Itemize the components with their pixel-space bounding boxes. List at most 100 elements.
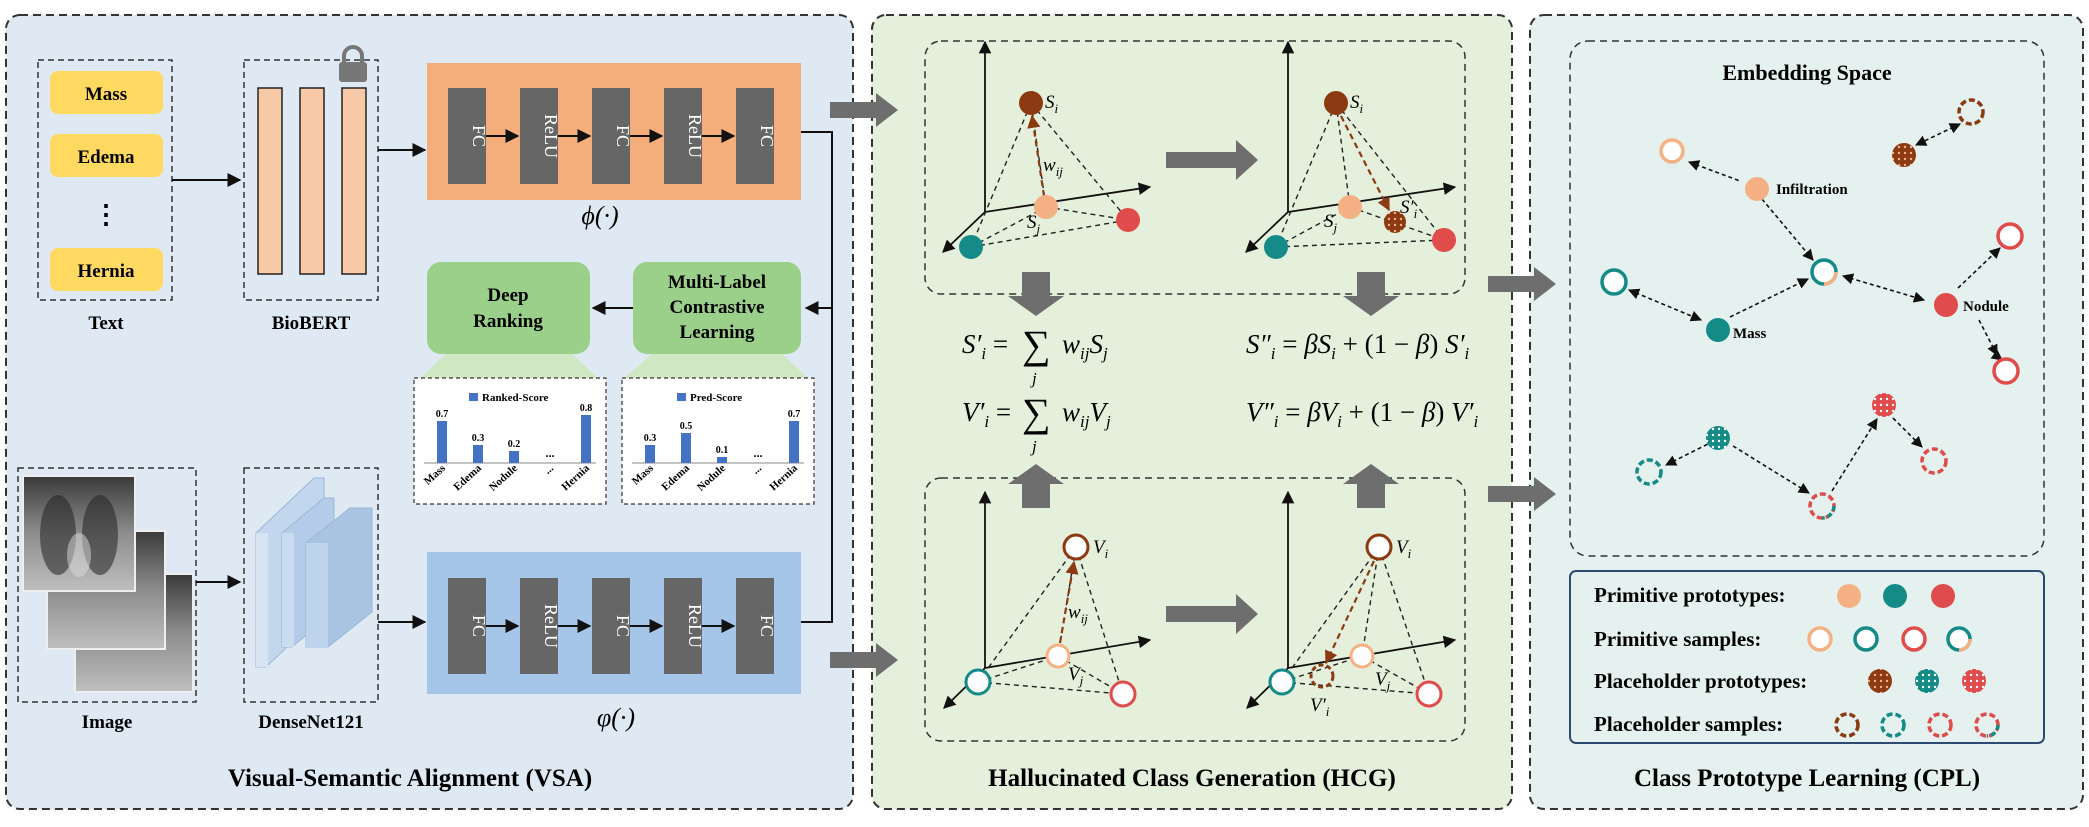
image-mlp-layer-5 bbox=[736, 578, 774, 674]
text-mlp-output-line bbox=[801, 131, 833, 308]
svg-text:j: j bbox=[1030, 437, 1037, 456]
text-mlp-layer-label-5: FC bbox=[757, 125, 777, 147]
densenet-caption: DenseNet121 bbox=[258, 712, 364, 733]
image-mlp-layer-label-2: ReLU bbox=[541, 604, 561, 648]
label-vprime-bottom-right: V′i bbox=[1310, 695, 1330, 719]
pred-chart-bar-value: 0.3 bbox=[644, 433, 657, 444]
ranking-callout bbox=[420, 354, 598, 378]
ranked-chart-bar-value: 0.8 bbox=[580, 403, 593, 414]
label-sj-top-right: Sj bbox=[1324, 211, 1338, 235]
image-mlp-output-line bbox=[801, 301, 833, 623]
pred-chart-bar-value: 0.5 bbox=[680, 421, 693, 432]
node-label-infiltration: Infiltration bbox=[1776, 182, 1848, 198]
embedding-nodes bbox=[1600, 98, 2024, 520]
image-mlp-layers: FC ReLU FC ReLU FC bbox=[448, 578, 777, 674]
label-vi-bottom-right: Vi bbox=[1396, 537, 1412, 561]
hcg-title: Hallucinated Class Generation (HCG) bbox=[988, 765, 1396, 792]
biobert-layer-1 bbox=[257, 87, 283, 275]
text-mlp-layer-label-3: FC bbox=[613, 125, 633, 147]
label-sj-top-left: Sj bbox=[1027, 212, 1041, 236]
hcg-semantic-box bbox=[924, 40, 1466, 295]
pred-chart-bar bbox=[717, 457, 727, 463]
hcg-down-arrow-right bbox=[1343, 272, 1399, 316]
image-mlp-layer-2 bbox=[520, 578, 558, 674]
hcg-arrow-bottom-mid bbox=[1166, 594, 1258, 634]
svg-text:∑: ∑ bbox=[1022, 390, 1051, 435]
label-vj-bottom-left: Vj bbox=[1068, 664, 1084, 688]
label-si-top-right: Si bbox=[1350, 92, 1364, 116]
text-chip-hernia-label: Hernia bbox=[78, 261, 135, 282]
pred-chart-bar-ellipsis: ... bbox=[754, 446, 763, 460]
node-label-mass: Mass bbox=[1733, 326, 1766, 342]
label-si-top-left: Si bbox=[1045, 92, 1059, 116]
biobert-layer-2 bbox=[299, 87, 325, 275]
ranked-chart-bar bbox=[509, 451, 519, 463]
pred-chart-bar bbox=[645, 445, 655, 463]
embedding-space-box bbox=[1569, 40, 2045, 557]
svg-text:S″i = βSi + (1 − β) S′i: S″i = βSi + (1 − β) S′i bbox=[1246, 329, 1469, 363]
ranked-chart-bar bbox=[437, 421, 447, 463]
ranked-chart-bar bbox=[473, 445, 483, 463]
text-mlp-layer-1 bbox=[448, 88, 486, 184]
legend-placeholder-samples: Placeholder samples: bbox=[1594, 712, 1783, 736]
deep-ranking-box bbox=[427, 262, 590, 354]
image-mlp-layer-label-1: FC bbox=[469, 615, 489, 637]
text-mlp-layer-2 bbox=[520, 88, 558, 184]
text-mlp-layer-label-2: ReLU bbox=[541, 114, 561, 158]
text-chip-edema-label: Edema bbox=[78, 147, 136, 168]
pred-chart-bar-value: 0.7 bbox=[788, 409, 801, 420]
text-chip-edema bbox=[50, 134, 163, 177]
embedding-space-title: Embedding Space bbox=[1722, 60, 1892, 85]
lock-icon bbox=[339, 45, 367, 82]
text-chip-mass-label: Mass bbox=[85, 84, 127, 105]
image-mlp-layer-1 bbox=[448, 578, 486, 674]
mlcl-line-1: Multi-Label bbox=[668, 272, 766, 293]
legend-placeholder-prototypes: Placeholder prototypes: bbox=[1594, 669, 1807, 693]
image-caption: Image bbox=[82, 712, 133, 733]
hcg-down-arrow-left bbox=[1008, 272, 1064, 316]
text-ellipsis: ⋮ bbox=[93, 200, 119, 229]
densenet-box bbox=[243, 467, 379, 703]
text-caption: Text bbox=[88, 313, 124, 334]
deep-ranking-line-1: Deep bbox=[487, 285, 528, 306]
hcg-arrow-top-mid bbox=[1166, 140, 1258, 180]
ranked-chart-legend-label: Ranked-Score bbox=[482, 392, 549, 404]
image-mlp-layer-label-5: FC bbox=[757, 615, 777, 637]
hcg-visual-box bbox=[924, 477, 1466, 742]
cpl-panel bbox=[1529, 14, 2084, 810]
legend-primitive-prototypes: Primitive prototypes: bbox=[1594, 583, 1785, 607]
ranked-chart-bar-ellipsis: ... bbox=[546, 446, 555, 460]
biobert-layer-3 bbox=[341, 87, 367, 275]
xray-images bbox=[22, 475, 194, 693]
visual-space-after bbox=[1246, 490, 1457, 709]
ranked-chart-bar-value: 0.3 bbox=[472, 433, 485, 444]
text-mlp-layer-label-4: ReLU bbox=[685, 114, 705, 158]
label-vj-bottom-right: Vj bbox=[1375, 669, 1391, 693]
mlcl-line-2: Contrastive bbox=[670, 297, 765, 318]
mlcl-box bbox=[633, 262, 801, 354]
visual-space-before bbox=[943, 490, 1152, 709]
image-mlp-layer-label-3: FC bbox=[613, 615, 633, 637]
semantic-space-after bbox=[1245, 40, 1457, 259]
mlcl-line-3: Learning bbox=[680, 322, 755, 343]
densenet-blocks bbox=[255, 477, 373, 668]
pred-chart-bar bbox=[789, 421, 799, 463]
label-wij-bottom-left: wij bbox=[1068, 602, 1088, 626]
big-arrow-vsa-hcg-top bbox=[830, 93, 898, 127]
pred-chart-legend-swatch bbox=[677, 393, 686, 401]
big-arrow-hcg-cpl-top bbox=[1488, 267, 1556, 301]
pred-chart-box bbox=[621, 377, 815, 505]
node-label-nodule: Nodule bbox=[1963, 299, 2009, 315]
svg-text:j: j bbox=[1030, 369, 1037, 388]
ranked-chart-bar bbox=[581, 415, 591, 463]
hcg-up-arrow-left bbox=[1008, 464, 1064, 508]
biobert-box bbox=[243, 59, 379, 301]
text-mlp-layer-4 bbox=[664, 88, 702, 184]
biobert-caption: BioBERT bbox=[272, 313, 351, 334]
text-mlp-layer-5 bbox=[736, 88, 774, 184]
big-arrow-vsa-hcg-bottom bbox=[830, 643, 898, 677]
text-mlp-layer-3 bbox=[592, 88, 630, 184]
image-mlp-layer-label-4: ReLU bbox=[685, 604, 705, 648]
